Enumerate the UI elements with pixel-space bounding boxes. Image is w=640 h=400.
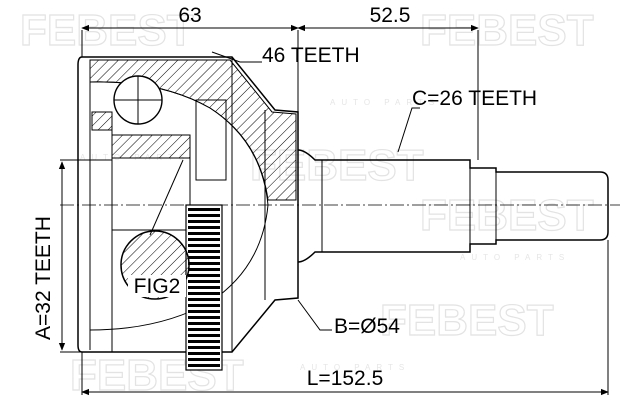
abs-tooth	[188, 286, 220, 289]
bore-b-label: B=Ø54	[334, 315, 400, 338]
abs-tooth	[188, 244, 220, 247]
dim-63-label: 63	[178, 4, 201, 27]
abs-tooth	[188, 250, 220, 253]
abs-tooth	[188, 328, 220, 331]
watermark-tagline: AUTO PARTS	[300, 363, 410, 372]
abs-tooth	[188, 256, 220, 259]
ball-cage	[91, 75, 227, 231]
abs-tooth	[188, 340, 220, 343]
dimension-lines	[58, 24, 609, 396]
teeth-46-label: 46 TEETH	[262, 44, 360, 67]
abs-ring	[185, 204, 223, 371]
abs-tooth	[188, 358, 220, 361]
abs-tooth	[188, 232, 220, 235]
abs-tooth	[188, 322, 220, 325]
watermark-tagline: AUTO PARTS	[330, 98, 440, 107]
watermark-logo: FEBEST	[420, 191, 594, 240]
abs-tooth	[188, 364, 220, 367]
abs-tooth	[188, 292, 220, 295]
abs-tooth	[188, 310, 220, 313]
fig2-label: FIG2	[134, 275, 181, 298]
abs-tooth	[188, 298, 220, 301]
abs-tooth	[188, 208, 220, 211]
abs-tooth	[188, 220, 220, 223]
watermark-layer: FEBEST FEBEST FEBEST FEBEST FEBEST FEBES…	[19, 5, 594, 400]
teeth-a-label: A=32 TEETH	[32, 216, 55, 340]
watermark-logo: FEBEST	[420, 6, 594, 55]
abs-tooth	[188, 280, 220, 283]
fig2-detail	[120, 159, 190, 300]
abs-tooth	[188, 334, 220, 337]
abs-tooth	[188, 304, 220, 307]
stub-shaft	[297, 149, 609, 263]
watermark-logo: FEBEST	[380, 296, 554, 345]
abs-tooth	[188, 274, 220, 277]
abs-tooth	[188, 262, 220, 265]
dim-52-5-label: 52.5	[370, 4, 411, 27]
watermark-tagline: AUTO PARTS	[460, 253, 570, 262]
abs-tooth	[188, 346, 220, 349]
abs-tooth	[188, 268, 220, 271]
abs-tooth	[188, 238, 220, 241]
teeth-c-label: C=26 TEETH	[412, 87, 537, 110]
abs-tooth	[188, 352, 220, 355]
watermark-logo: FEBEST	[20, 6, 194, 55]
length-l-label: L=152.5	[307, 367, 384, 390]
abs-tooth	[188, 316, 220, 319]
abs-tooth	[188, 214, 220, 217]
abs-tooth	[188, 226, 220, 229]
